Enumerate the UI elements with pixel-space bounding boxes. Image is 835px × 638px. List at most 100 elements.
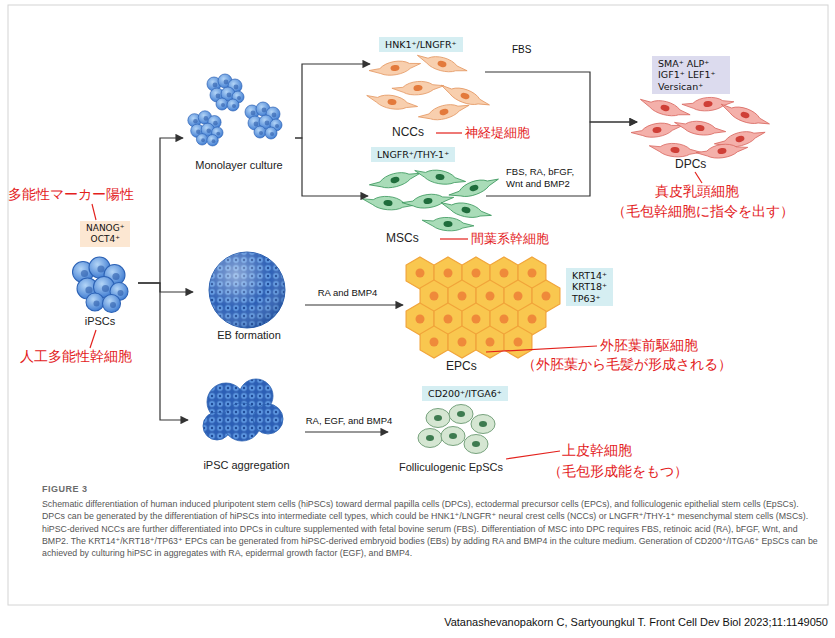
ncc-illustration <box>415 51 469 77</box>
ipsc-illustration <box>73 257 129 313</box>
leader-line <box>440 238 468 239</box>
dpc-illustration <box>630 95 771 161</box>
msc-illustration <box>401 191 454 211</box>
node-label: Monolayer culture <box>183 159 295 172</box>
msc-illustration <box>368 167 422 193</box>
edge-label: FBS, RA, bFGF, Wnt and BMP2 <box>506 166 590 190</box>
epsc-illustration <box>426 409 450 428</box>
embryoid-body-illustration <box>209 252 285 328</box>
monolayer-illustration <box>207 74 244 111</box>
node-label: iPSC aggregation <box>188 459 305 472</box>
epc-illustration <box>448 326 476 358</box>
node-label: LNGFR⁺/THY-1⁺ <box>377 149 449 160</box>
node-label: SMA⁺ ALP⁺ IGF1⁺ LEF1⁺ Versican⁺ <box>658 58 724 92</box>
epsc-illustration <box>418 405 495 454</box>
arrow-connector <box>138 138 183 283</box>
cell-population: MSCs <box>368 168 486 246</box>
node-label: DPCs <box>675 158 762 172</box>
marker-box: LNGFR⁺/THY-1⁺ <box>371 147 455 162</box>
epc-illustration <box>504 326 532 358</box>
dpc-illustration <box>638 95 692 121</box>
arrow-connector <box>305 431 388 432</box>
annotation-label: 間葉系幹細胞 <box>471 231 549 247</box>
dpc-illustration <box>682 95 735 113</box>
cell-population: Monolayer culture <box>183 64 295 172</box>
epsc-illustration <box>441 427 465 446</box>
ncc-illustration <box>368 57 422 79</box>
embryoid-body-illustration <box>209 252 285 328</box>
msc-illustration <box>447 173 500 203</box>
leader-line <box>486 346 597 352</box>
aggregation-illustration <box>203 379 283 441</box>
arrow-connector <box>138 283 193 292</box>
marker-box: CD200⁺/ITGA6⁺ <box>422 386 508 401</box>
epsc-illustration <box>471 415 495 434</box>
marker-box: SMA⁺ ALP⁺ IGF1⁺ LEF1⁺ Versican⁺ <box>652 56 730 94</box>
annotation-label: （外胚葉から毛髪が形成される） <box>522 356 732 373</box>
annotation-label: 多能性マーカー陽性 <box>8 186 134 203</box>
marker-box: NANOG⁺ OCT4⁺ <box>80 221 130 247</box>
leader-line <box>92 204 96 220</box>
arrow-connector <box>295 64 370 138</box>
ipsc-illustration <box>73 257 129 313</box>
arrow-connector <box>295 138 368 196</box>
dpc-illustration <box>718 100 771 130</box>
leader-line <box>695 172 702 183</box>
msc-illustration <box>413 166 467 188</box>
cell-population: iPSCs <box>62 254 138 328</box>
epsc-illustration <box>464 435 488 454</box>
annotation-label: 神経堤細胞 <box>465 125 530 141</box>
ncc-illustration <box>417 99 471 125</box>
dpc-illustration <box>673 118 726 138</box>
epc-illustration <box>420 326 448 358</box>
marker-box: KRT14⁺ KRT18⁺ TP63⁺ <box>566 268 613 306</box>
node-label: HNK1⁺/LNGFR⁺ <box>385 39 457 50</box>
edge-label: FBS <box>512 44 552 57</box>
leader-line <box>436 132 462 133</box>
monolayer-illustration <box>188 74 282 146</box>
cell-population: DPCs <box>637 100 762 172</box>
annotation-label: 人工多能性幹細胞 <box>20 348 132 365</box>
leader-line <box>90 330 96 348</box>
cell-population: Folliculogenic EpSCs <box>388 404 514 474</box>
node-label: iPSCs <box>62 315 138 328</box>
ncc-illustration <box>365 51 491 125</box>
figure-title: FIGURE 3 <box>42 484 88 494</box>
leader-line <box>90 133 702 459</box>
arrow-connector <box>138 283 188 420</box>
arrow-connector <box>485 72 637 122</box>
epsc-illustration <box>449 405 473 424</box>
embryoid-body-illustration <box>209 252 285 328</box>
arrow-connector <box>305 304 403 305</box>
figure-frame <box>8 5 828 605</box>
arrow-connector <box>486 122 637 196</box>
figure-caption: Schematic differentiation of human induc… <box>42 498 818 559</box>
node-label: Folliculogenic EpSCs <box>388 461 514 474</box>
leader-line <box>506 451 560 459</box>
ncc-illustration <box>392 79 445 97</box>
citation: Vatanashevanopakorn C, Sartyoungkul T. F… <box>380 616 828 629</box>
cell-population: iPSC aggregation <box>188 378 305 472</box>
monolayer-illustration <box>245 102 282 139</box>
aggregation-illustration <box>253 404 283 434</box>
msc-illustration <box>422 216 475 233</box>
epc-illustration <box>476 326 504 358</box>
annotation-label: （毛包幹細胞に指令を出す） <box>612 203 794 220</box>
annotation-label: （毛包形成能をもつ） <box>548 463 688 480</box>
annotation-label: 外胚葉前駆細胞 <box>600 337 698 354</box>
node-label: EB formation <box>193 329 305 342</box>
node-label: CD200⁺/ITGA6⁺ <box>428 388 502 399</box>
edge-label: RA and BMP4 <box>295 287 400 299</box>
dpc-illustration <box>649 141 702 159</box>
monolayer-illustration <box>188 111 223 146</box>
epsc-illustration <box>418 429 442 448</box>
edge-label: RA, EGF, and BMP4 <box>293 415 405 427</box>
ncc-illustration <box>365 91 419 113</box>
marker-box: HNK1⁺/LNGFR⁺ <box>379 37 463 52</box>
cell-population: EB formation <box>193 248 305 342</box>
annotation-label: 真皮乳頭細胞 <box>655 183 739 200</box>
annotation-label: 上皮幹細胞 <box>562 442 632 459</box>
node-label: KRT14⁺ KRT18⁺ TP63⁺ <box>572 270 607 304</box>
